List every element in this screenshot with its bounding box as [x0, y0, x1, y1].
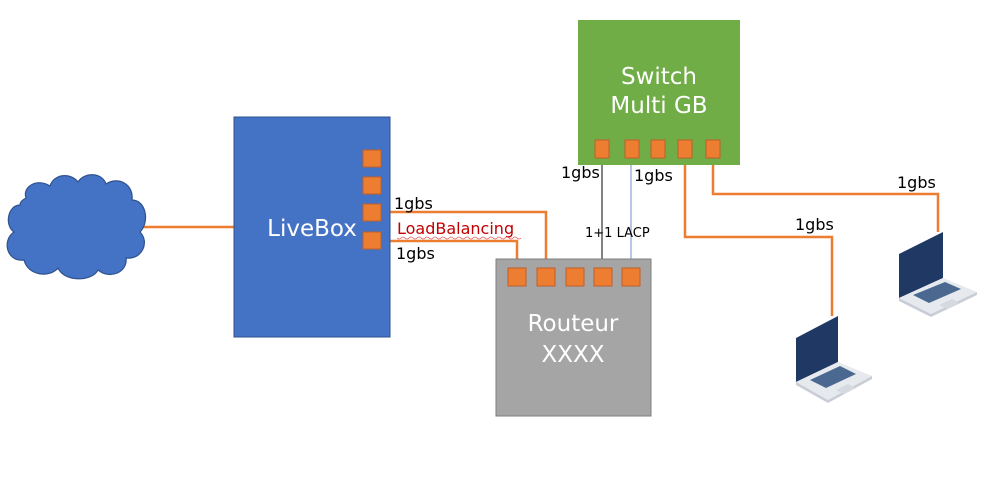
- switch-port-5: [705, 139, 721, 159]
- cable-switch-laptop-1: [683, 155, 834, 316]
- cable-livebox-router-2: [372, 239, 519, 268]
- router-label-line1: Routeur: [528, 311, 619, 337]
- livebox-port-1: [362, 149, 382, 168]
- livebox-port-2: [362, 176, 382, 195]
- laptop-2-link-label: 1gbs: [897, 173, 936, 192]
- switch-port-1: [594, 139, 610, 159]
- livebox-node: LiveBox: [233, 116, 391, 338]
- livebox-port-3: [362, 203, 382, 222]
- switch-label-line1: Switch: [621, 64, 697, 90]
- router-port-5: [621, 267, 641, 287]
- router-port-2: [536, 267, 556, 287]
- cable-switch-laptop-2: [711, 155, 940, 232]
- spellcheck-underline: [396, 236, 522, 240]
- router-port-3: [565, 267, 585, 287]
- laptop-icon: [899, 232, 977, 317]
- router-label-line2: XXXX: [541, 342, 604, 368]
- laptop-icon: [796, 316, 872, 403]
- router-port-1: [507, 267, 527, 287]
- lacp-label: 1+1 LACP: [585, 226, 650, 241]
- livebox-port-4: [362, 231, 382, 250]
- switch-node: Switch Multi GB: [578, 20, 740, 165]
- livebox-link-1-label: 1gbs: [394, 194, 433, 213]
- switch-port-3: [650, 139, 666, 159]
- cloud-icon: [6, 174, 147, 280]
- livebox-link-2-label: 1gbs: [396, 244, 435, 263]
- livebox-label: LiveBox: [267, 216, 357, 242]
- switch-port-4: [677, 139, 693, 159]
- router-port-4: [593, 267, 613, 287]
- router-node: Routeur XXXX: [495, 258, 652, 417]
- cable-livebox-router-1: [372, 210, 548, 268]
- switch-port-2: [624, 139, 640, 159]
- switch-link-1-label: 1gbs: [561, 163, 600, 182]
- laptop-1-link-label: 1gbs: [795, 215, 834, 234]
- switch-link-2-label: 1gbs: [634, 166, 673, 185]
- switch-label-line2: Multi GB: [610, 93, 707, 119]
- load-balancing-label: LoadBalancing: [397, 219, 514, 238]
